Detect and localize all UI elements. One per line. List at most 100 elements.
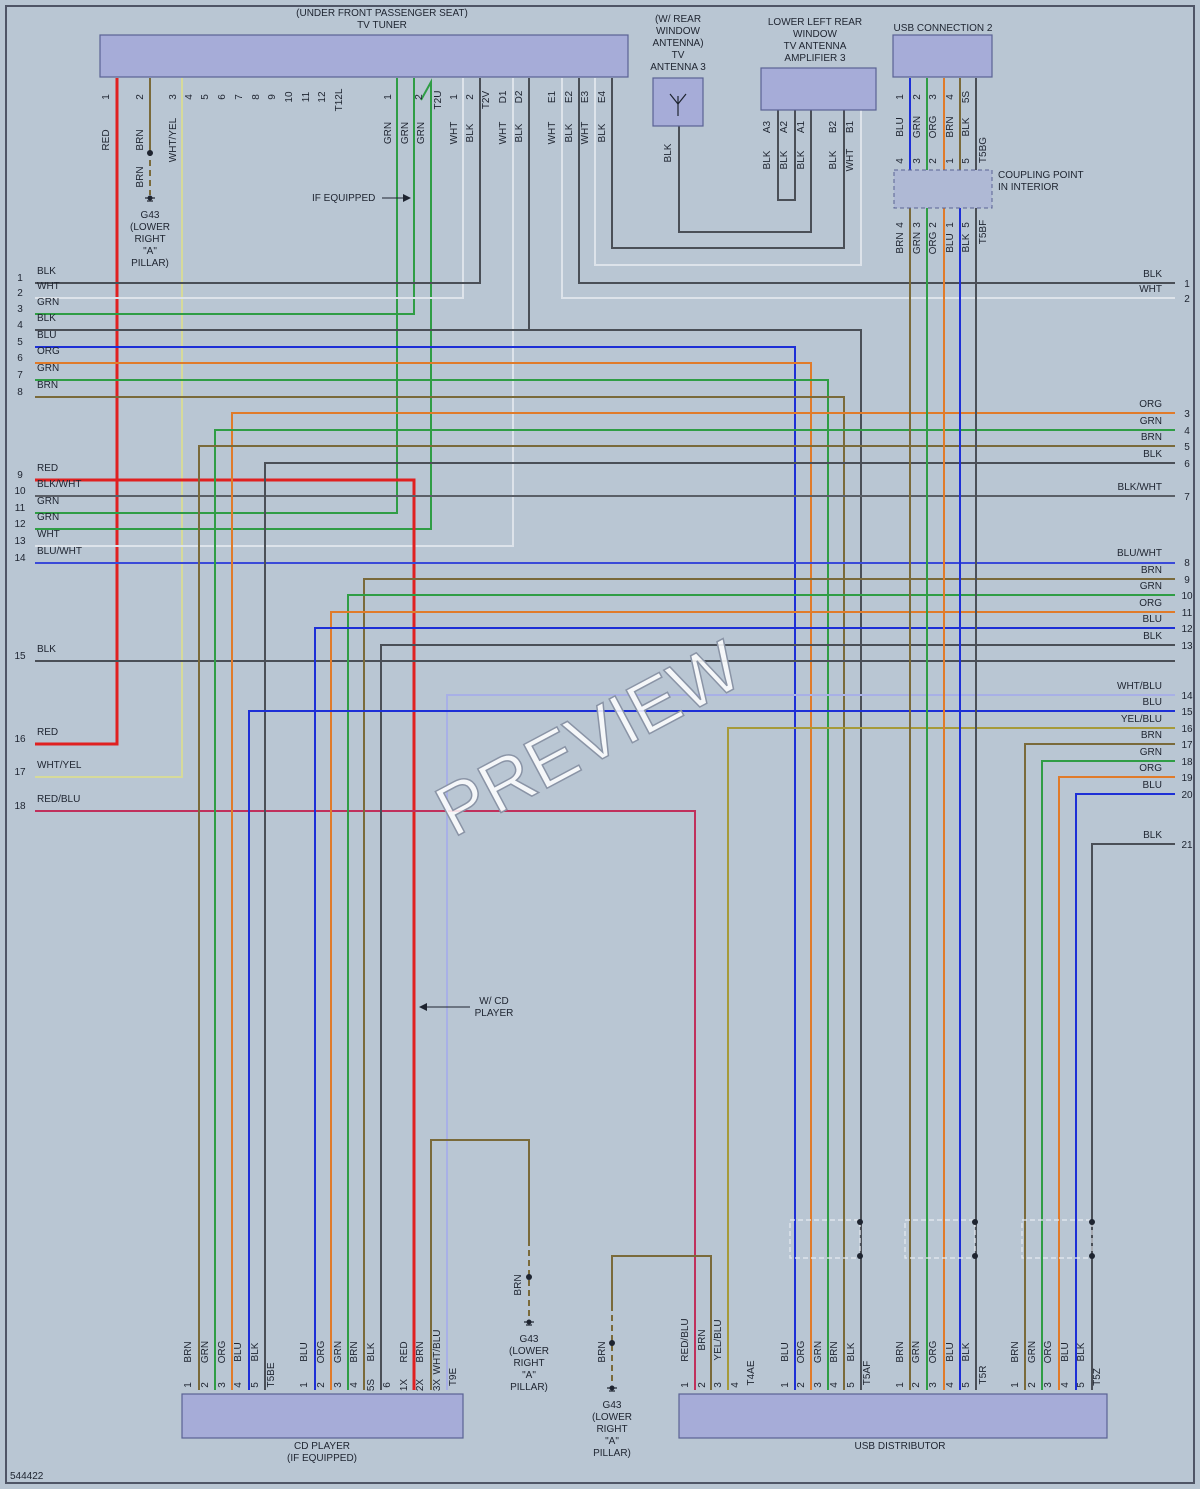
- amp-wire-1: BLK: [779, 150, 790, 169]
- coupling-line-1: IN INTERIOR: [998, 182, 1059, 193]
- ud-b-pin-3: 3: [813, 1382, 824, 1388]
- antenna-wire: BLK: [663, 143, 674, 162]
- left-wire-num-1: 1: [17, 273, 23, 284]
- usb2-wire-2: ORG: [928, 115, 939, 138]
- tuner-e-wire-0: WHT: [547, 122, 558, 145]
- ground-g43-usb-text-2: RIGHT: [596, 1424, 627, 1435]
- tuner-c-pin-2: 2: [465, 94, 476, 100]
- wire-left-7-grn: [35, 379, 829, 1390]
- tuner-b-pin-1: 1: [383, 94, 394, 100]
- tuner-a-pin-12: 12: [317, 91, 328, 103]
- tuner-e-pin-E1: E1: [547, 90, 558, 103]
- left-wire-num-15: 15: [14, 651, 26, 662]
- left-wire-label-17: WHT/YEL: [37, 760, 82, 771]
- tv-tuner-label: TV TUNER: [357, 20, 407, 31]
- left-wire-label-12: GRN: [37, 512, 59, 523]
- label-layer: 1BLK2WHT3GRN4BLK5BLU6ORG7GRN8BRN9RED10BL…: [14, 88, 1193, 1391]
- ud-a-name: T4AE: [746, 1360, 757, 1385]
- cd-line-1: (IF EQUIPPED): [287, 1453, 357, 1464]
- right-wire-label-5: BRN: [1141, 432, 1162, 443]
- amp-wire-2: BLK: [796, 150, 807, 169]
- tuner-c-wire-1: BLK: [465, 123, 476, 142]
- right-wire-label-9: BRN: [1141, 565, 1162, 576]
- cd-a-wire-0: BRN: [183, 1341, 194, 1362]
- antenna-line-2: ANTENNA): [652, 38, 703, 49]
- tuner-d-pin-D1: D1: [498, 90, 509, 103]
- right-wire-num-20: 20: [1181, 790, 1193, 801]
- coup-bot-wire-1: GRN: [912, 232, 923, 254]
- tuner-e-wire-1: BLK: [564, 123, 575, 142]
- cd-a-pin-3: 3: [217, 1382, 228, 1388]
- right-wire-num-21: 21: [1181, 840, 1193, 851]
- ud-b-wire-0: BLU: [780, 1342, 791, 1361]
- amp-wire-0: BLK: [762, 150, 773, 169]
- wire-right-19-org: [1058, 776, 1175, 1390]
- amp-wire-4: WHT: [845, 149, 856, 172]
- wire-tuner-grn-b: [35, 78, 415, 315]
- coup-bot-wire-4: BLK: [961, 233, 972, 252]
- cd-c-wire-2: WHT/BLU: [432, 1330, 443, 1375]
- cd-a-wire-2: ORG: [217, 1340, 228, 1363]
- wcd-line-1: PLAYER: [475, 1008, 514, 1019]
- right-wire-label-10: GRN: [1140, 581, 1162, 592]
- cd-line-0: CD PLAYER: [294, 1441, 350, 1452]
- coup-bot-wire-0: BRN: [895, 232, 906, 253]
- right-wire-label-14: WHT/BLU: [1117, 681, 1162, 692]
- left-wire-num-17: 17: [14, 767, 26, 778]
- ud-b-pin-4: 4: [829, 1382, 840, 1388]
- doc-id: 544422: [10, 1471, 44, 1482]
- coup-bot-wire-3: BLU: [945, 233, 956, 252]
- amp-pin-A1: A1: [796, 120, 807, 133]
- ud-d-wire-2: ORG: [1043, 1340, 1054, 1363]
- ud-c-pin-2: 2: [911, 1382, 922, 1388]
- ud-c-pin-5: 5: [961, 1382, 972, 1388]
- wire-left-4-blk: [529, 329, 862, 1390]
- cd-c-pin-1X: 1X: [399, 1379, 410, 1392]
- tuner-a-wire-2: WHT/YEL: [168, 117, 179, 162]
- usb2-wire-3: BRN: [945, 116, 956, 137]
- tuner-a-wire-0: RED: [101, 129, 112, 150]
- tuner-a-pin-7: 7: [234, 94, 245, 100]
- tuner-b-wire-1: GRN: [400, 122, 411, 144]
- wire-right-20-blu: [1075, 793, 1175, 1390]
- right-wire-num-2: 2: [1184, 294, 1190, 305]
- left-wire-num-9: 9: [17, 470, 23, 481]
- tuner-c-wire-0: WHT: [449, 122, 460, 145]
- shield-box: [1021, 1219, 1093, 1259]
- right-wire-label-17: BRN: [1141, 730, 1162, 741]
- ground-g43-usb-text-3: "A": [605, 1436, 619, 1447]
- usb-connection-2-label: USB CONNECTION 2: [894, 23, 993, 34]
- right-wire-num-8: 8: [1184, 558, 1190, 569]
- ud-c-wire-3: BLU: [945, 1342, 956, 1361]
- tuner-d-wire-1: BLK: [514, 123, 525, 142]
- cd-a-wire-4: BLK: [250, 1342, 261, 1361]
- right-wire-label-16: YEL/BLU: [1121, 714, 1162, 725]
- left-wire-num-16: 16: [14, 734, 26, 745]
- amp-pin-B2: B2: [828, 120, 839, 133]
- amp-pin-A3: A3: [762, 120, 773, 133]
- wire-tuner-wht-e3: [594, 78, 862, 266]
- wire-right-14-whtblu: [446, 694, 1175, 1390]
- wire-tuner-whtyel: [35, 78, 183, 778]
- ud-d-pin-5: 5: [1076, 1382, 1087, 1388]
- ud-b-wire-3: BRN: [829, 1341, 840, 1362]
- wcd-line-0: W/ CD: [479, 996, 508, 1007]
- splice-dot: [857, 1219, 863, 1225]
- ground-wire-top: BRN: [135, 166, 146, 187]
- cd-a-pin-5: 5: [250, 1382, 261, 1388]
- amp-pin-A2: A2: [779, 120, 790, 133]
- right-wire-num-3: 3: [1184, 409, 1190, 420]
- left-wire-label-10: BLK/WHT: [37, 479, 81, 490]
- tuner-b-wire-2: GRN: [416, 122, 427, 144]
- ground-g43-cd-text-2: RIGHT: [513, 1358, 544, 1369]
- amp-line-1: WINDOW: [793, 29, 837, 40]
- left-wire-label-16: RED: [37, 727, 58, 738]
- right-wire-num-17: 17: [1181, 740, 1193, 751]
- cd-a-pin-1: 1: [183, 1382, 194, 1388]
- left-wire-num-3: 3: [17, 304, 23, 315]
- right-wire-label-15: BLU: [1143, 697, 1162, 708]
